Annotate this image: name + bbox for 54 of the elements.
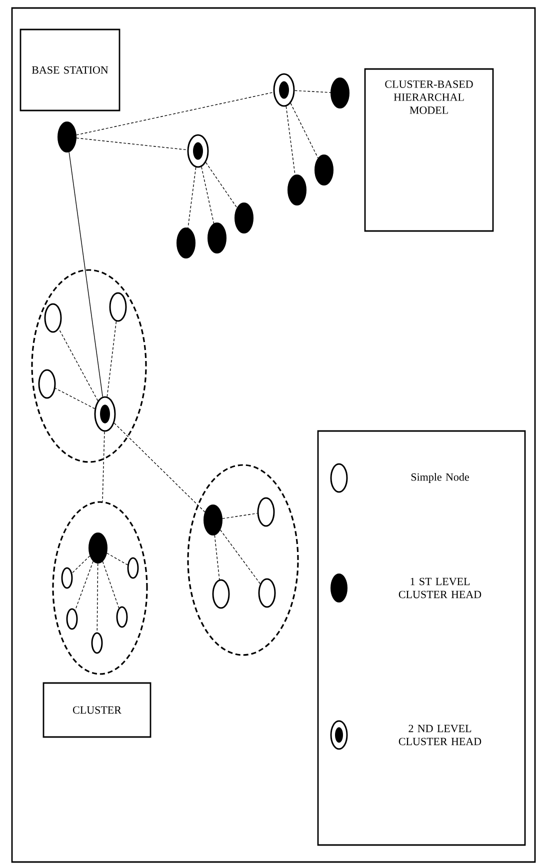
sensor-node: [257, 497, 275, 527]
legend-text: Simple Node: [411, 473, 469, 483]
connector-line: [222, 512, 258, 519]
connector-line: [58, 328, 98, 402]
sensor-node: [66, 608, 78, 630]
sensor-node: [212, 579, 230, 609]
connector-line: [286, 106, 296, 176]
connector-line: [214, 534, 220, 580]
label-box: CLUSTER: [42, 682, 152, 738]
connector-line: [68, 152, 103, 398]
connector-line: [55, 388, 96, 410]
second-level-head: [187, 134, 209, 168]
connector-line: [76, 138, 188, 150]
connector-line: [102, 561, 120, 608]
cluster-head-dot: [88, 532, 108, 564]
sensor-node: [127, 557, 139, 579]
cluster-head-dot: [208, 222, 226, 254]
cluster-head-dot: [176, 228, 196, 258]
cluster-boundary: [31, 269, 147, 463]
label-box: CLUSTER-BASED HIERARCHAL MODEL: [364, 68, 494, 232]
sensor-node: [258, 578, 276, 608]
cluster-boundary: [187, 464, 299, 656]
label-box: BASE STATION: [20, 28, 120, 112]
connector-line: [294, 90, 331, 93]
sensor-node: [109, 292, 127, 322]
connector-line: [102, 431, 105, 502]
connector-line: [106, 552, 128, 566]
connector-line: [206, 162, 238, 208]
sensor-node: [91, 632, 103, 654]
cluster-head-dot: [204, 504, 222, 536]
cluster-head-dot: [58, 122, 76, 152]
sensor-node: [44, 303, 62, 333]
connector-line: [76, 92, 274, 136]
connector-line: [188, 167, 196, 228]
legend-text: 1 ST LEVEL CLUSTER HEAD: [398, 578, 482, 598]
connector-line: [220, 530, 261, 584]
cluster-head-dot: [234, 202, 254, 234]
cluster-boundary: [52, 501, 148, 675]
connector-line: [74, 560, 94, 610]
sensor-node: [61, 567, 73, 589]
connector-line: [96, 563, 98, 633]
second-level-head: [273, 73, 295, 107]
legend-text: 2 ND LEVEL CLUSTER HEAD: [398, 724, 482, 746]
connector-line: [201, 166, 214, 224]
connector-line: [290, 102, 318, 158]
sensor-node: [38, 369, 56, 399]
second-level-head: [94, 396, 116, 432]
cluster-head-dot: [330, 78, 350, 108]
cluster-head-dot: [288, 174, 306, 206]
cluster-head-dot: [314, 154, 334, 186]
connector-line: [114, 422, 206, 512]
connector-line: [72, 556, 90, 574]
sensor-node: [116, 606, 128, 628]
connector-line: [106, 321, 117, 397]
